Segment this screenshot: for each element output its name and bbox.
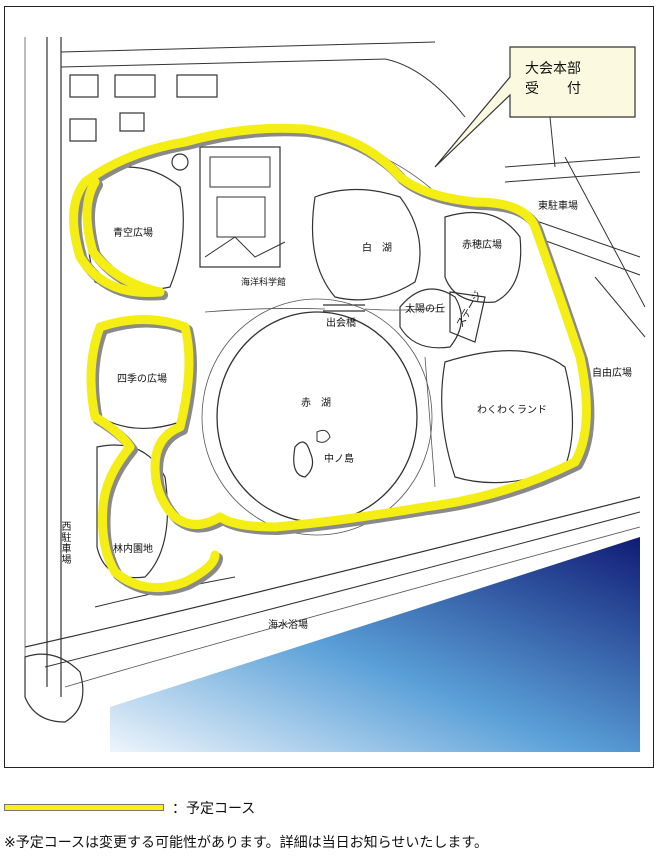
callout-line2: 受 付	[525, 81, 581, 97]
sea	[110, 537, 640, 752]
map-drawing	[24, 37, 646, 752]
label-akako: 赤 湖	[301, 398, 331, 409]
label-shiki: 四季の広場	[117, 374, 167, 385]
red-lake	[216, 311, 418, 523]
label-kaiyou: 海洋科学館	[241, 278, 287, 288]
nakanoshima-island	[293, 441, 314, 478]
label-higashi-parking: 東駐車場	[538, 201, 578, 212]
label-shiroko: 白 湖	[362, 243, 392, 254]
stage	[449, 291, 486, 343]
coastline	[24, 496, 641, 648]
white-lake	[311, 188, 421, 301]
label-akaho: 赤穂広場	[462, 240, 502, 251]
park-map: 大会本部 受 付 東駐車場 青空広場 白 湖 赤穂広場 海洋科学館 太陽の丘 ス…	[4, 6, 654, 768]
label-kaisuiyoku: 海水浴場	[268, 620, 308, 631]
legend-label: ：予定コース	[172, 801, 256, 817]
footnote: ※予定コースは変更する可能性があります。詳細は当日お知らせいたします。	[4, 835, 488, 851]
label-nakanoshima: 中ノ島	[324, 454, 354, 465]
akaho-area	[444, 211, 522, 303]
planned-course	[69, 123, 595, 596]
callout-text: 大会本部 受 付	[525, 59, 620, 99]
deaibashi	[323, 304, 365, 312]
label-deaibashi: 出会橋	[326, 318, 356, 329]
label-wakuwaku: わくわくランド	[477, 405, 547, 416]
sun-hill	[399, 288, 462, 349]
label-rinnai: 林内園地	[113, 544, 153, 555]
label-jiyuu: 自由広場	[592, 368, 632, 379]
legend-course-swatch	[4, 804, 164, 811]
callout-line1: 大会本部	[525, 61, 581, 77]
label-aozora: 青空広場	[113, 228, 153, 239]
label-nishi-parking: 西駐車場	[59, 521, 70, 565]
label-taiyou: 太陽の丘	[405, 304, 445, 315]
wakuwaku-area	[441, 350, 574, 484]
callout-box	[434, 46, 636, 168]
